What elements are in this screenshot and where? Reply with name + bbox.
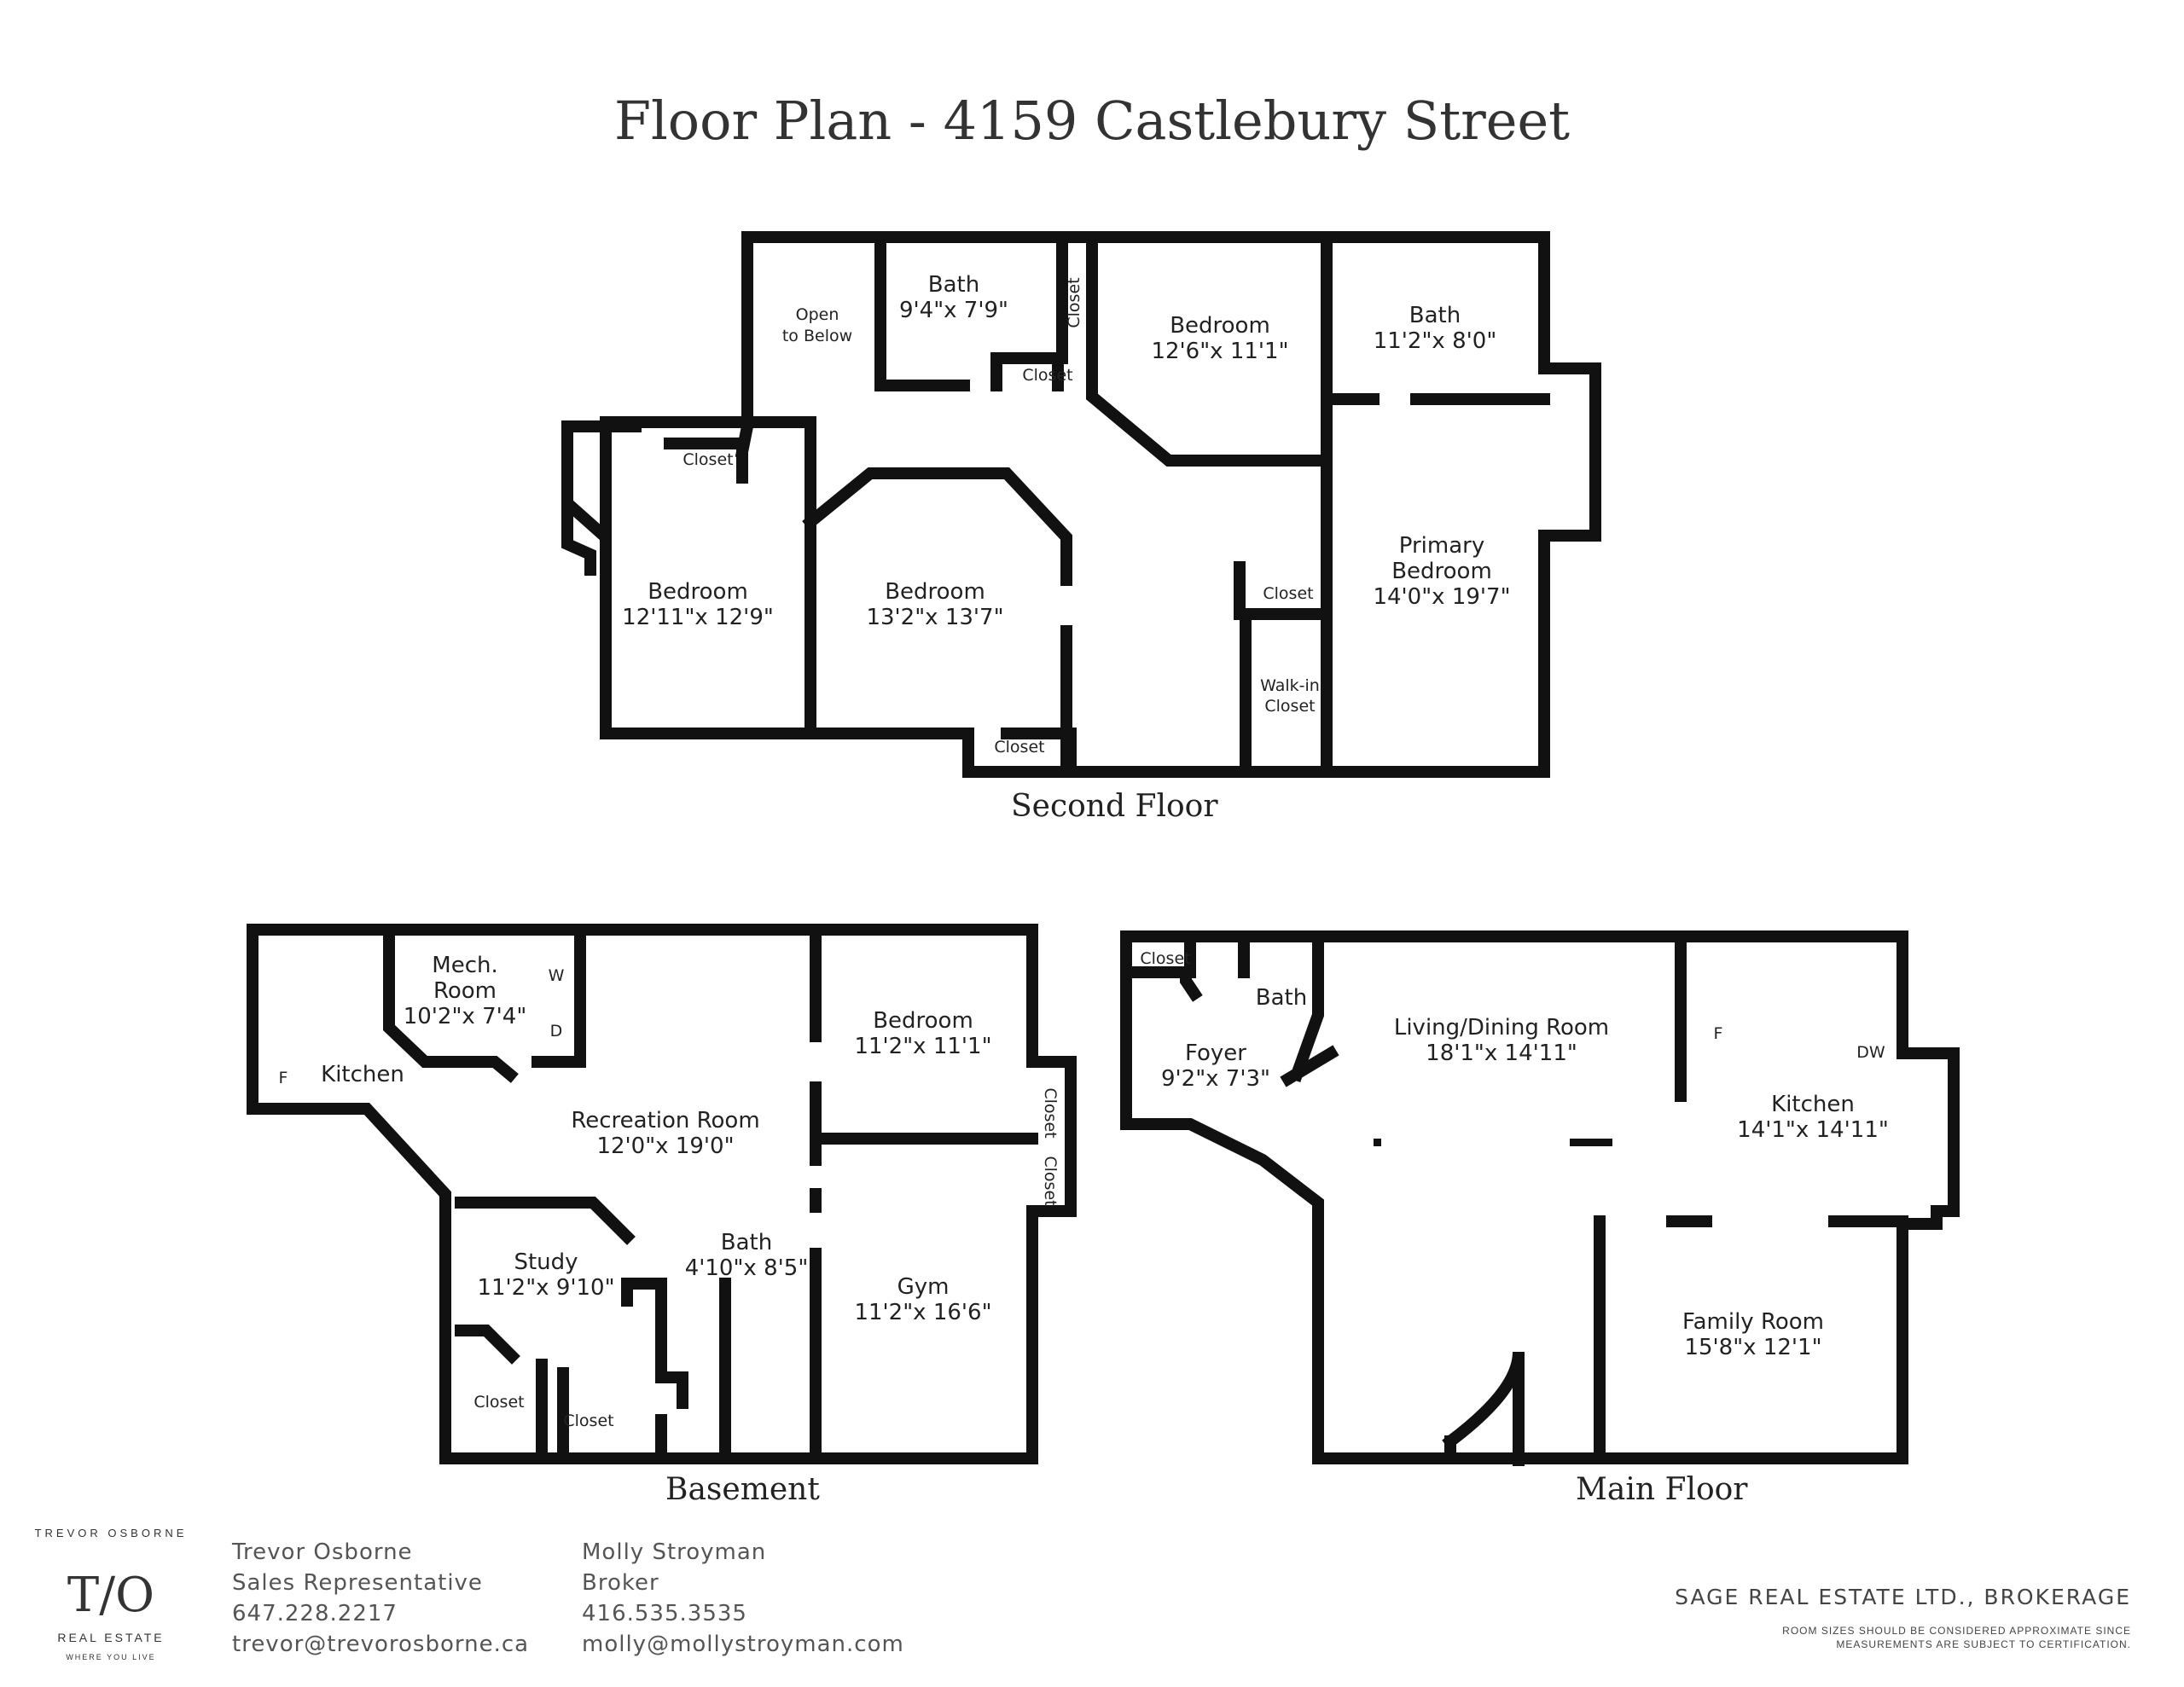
living-dining-name: Living/Dining Room [1394,1015,1609,1041]
page-title: Floor Plan - 4159 Castlebury Street [613,90,1571,152]
basement-closet-4: Closet [563,1412,613,1430]
open-below-label: Open [796,305,839,324]
second-bath2-name: Bath [1409,303,1461,328]
second-closet-east: Closet [1263,584,1313,603]
walkin-closet-label: Walk-in [1260,676,1320,695]
dryer-label: D [550,1022,563,1041]
agent-contact-1: Trevor Osborne Sales Representative 647.… [232,1537,529,1660]
second-bedroom-w-size: 12'11"x 12'9" [622,605,774,630]
basement-outline [247,924,1077,1464]
basement-closet-3: Closet [473,1393,524,1412]
disclaimer-line-1: ROOM SIZES SHOULD BE CONSIDERED APPROXIM… [1782,1625,2131,1637]
foyer-size: 9'2"x 7'3" [1161,1066,1270,1092]
main-kitchen-size: 14'1"x 14'11" [1737,1117,1889,1143]
second-bedroom-w-name: Bedroom [648,579,748,605]
living-dining-size: 18'1"x 14'11" [1426,1041,1577,1066]
main-closet-label: Closet [1140,949,1190,968]
family-room-name: Family Room [1682,1309,1824,1335]
second-floor-west-outline [600,416,816,739]
basement-caption: Basement [665,1472,820,1507]
basement-closet-1: Closet [1041,1087,1060,1138]
agent-name: Trevor Osborne [232,1539,413,1565]
foyer-name: Foyer [1185,1041,1246,1066]
basement-bath-name: Bath [721,1230,772,1255]
logo-subtitle: REAL ESTATE [57,1631,165,1644]
rec-room-name: Recreation Room [571,1108,759,1133]
logo-mark: T/O [67,1568,155,1623]
agent-phone[interactable]: 416.535.3535 [582,1601,747,1626]
logo-tagline: WHERE YOU LIVE [66,1653,156,1661]
disclaimer: ROOM SIZES SHOULD BE CONSIDERED APPROXIM… [1687,1624,2131,1651]
family-room-size: 15'8"x 12'1" [1684,1335,1821,1360]
second-closet-west: Closet [682,450,733,469]
second-floor-caption: Second Floor [1011,789,1218,824]
basement-closet-2: Closet [1041,1156,1060,1206]
brokerage-name: SAGE REAL ESTATE LTD., BROKERAGE [1675,1585,2131,1609]
open-below-label-2: to Below [782,327,852,345]
primary-bedroom-size: 14'0"x 19'7" [1373,584,1510,610]
main-kitchen-name: Kitchen [1771,1092,1855,1117]
brand-logo: TREVOR OSBORNE T/O REAL ESTATE WHERE YOU… [34,1527,188,1672]
agent-email[interactable]: molly@mollystroyman.com [582,1632,904,1657]
study-size: 11'2"x 9'10" [477,1275,614,1301]
second-closet-top: Closet [1022,366,1072,385]
study-name: Study [514,1249,578,1275]
rec-room-size: 12'0"x 19'0" [596,1133,734,1159]
second-bedroom-ne-size: 12'6"x 11'1" [1151,339,1288,364]
second-closet-south: Closet [994,738,1044,757]
washer-label: W [549,966,565,985]
basement-bedroom-name: Bedroom [873,1008,973,1034]
agent-email[interactable]: trevor@trevorosborne.ca [232,1632,530,1657]
second-bath1-size: 9'4"x 7'9" [899,298,1008,323]
primary-bedroom-name-1: Primary [1399,533,1484,559]
basement-kitchen-label: Kitchen [321,1062,404,1087]
second-bath2-size: 11'2"x 8'0" [1374,328,1497,354]
agent-phone[interactable]: 647.228.2217 [232,1601,398,1626]
agent-contact-2: Molly Stroyman Broker 416.535.3535 molly… [582,1537,904,1660]
main-fridge-label: F [1714,1024,1723,1043]
primary-bedroom-name-2: Bedroom [1391,559,1492,584]
gym-size: 11'2"x 16'6" [854,1300,991,1325]
gym-name: Gym [897,1274,950,1300]
walkin-closet-label-2: Closet [1264,697,1315,716]
logo-arc-text: TREVOR OSBORNE [34,1527,188,1539]
agent-role: Broker [582,1570,659,1596]
main-floor-caption: Main Floor [1576,1472,1748,1507]
mech-room-name-2: Room [433,978,497,1004]
second-bedroom-ne-name: Bedroom [1170,313,1270,339]
basement-fridge-label: F [279,1069,288,1087]
main-bath-label: Bath [1256,985,1307,1011]
basement-bath-size: 4'10"x 8'5" [685,1255,809,1281]
second-bedroom-c-size: 13'2"x 13'7" [866,605,1003,630]
disclaimer-line-2: MEASUREMENTS ARE SUBJECT TO CERTIFICATIO… [1836,1638,2131,1650]
agent-role: Sales Representative [232,1570,483,1596]
second-bath1-name: Bath [928,272,979,298]
dishwasher-label: DW [1856,1043,1885,1062]
mech-room-size: 10'2"x 7'4" [404,1004,527,1029]
second-bedroom-c-name: Bedroom [885,579,985,605]
mech-room-name-1: Mech. [432,953,497,978]
agent-name: Molly Stroyman [582,1539,767,1565]
basement-bedroom-size: 11'2"x 11'1" [854,1034,991,1059]
second-closet-vertical: Closet [1065,277,1083,328]
